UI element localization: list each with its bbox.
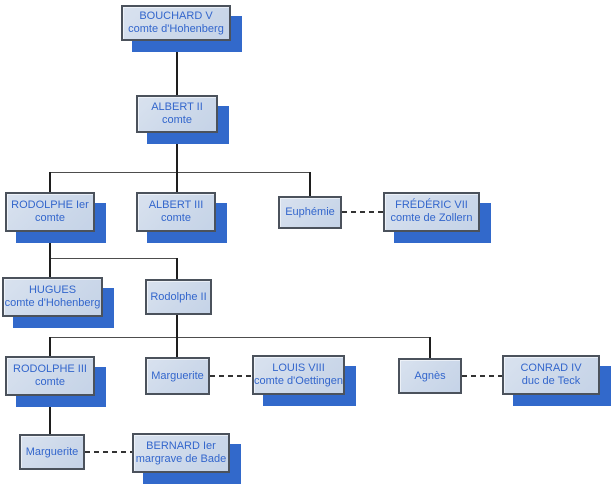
connector-rodolphe3-marguerite [49,396,51,434]
person-euphemie[interactable]: Euphémie [278,196,342,229]
person-name: ALBERT III [148,199,204,211]
marriage-marguerite-bernard [85,451,132,453]
person-louis-viii[interactable]: LOUIS VIII comte d'Oettingen [252,355,345,395]
connector-drop-agnes [429,337,431,358]
connector-bouchard-albert2 [176,41,178,95]
person-marguerite-oettingen[interactable]: Marguerite [145,357,210,395]
person-title: comte d'Hohenberg [128,23,224,35]
person-name: LOUIS VIII [272,362,325,374]
connector-drop-rodolphe3 [49,337,51,356]
person-albert-iii[interactable]: ALBERT III comte [136,192,216,232]
person-name: BERNARD Ier [146,440,216,452]
person-name: BOUCHARD V [139,10,213,22]
connector-drop-rodolphe2 [176,258,178,279]
person-name: RODOLPHE Ier [11,199,89,211]
person-bernard-ier[interactable]: BERNARD Ier margrave de Bade [132,433,230,473]
person-bouchard-v[interactable]: BOUCHARD V comte d'Hohenberg [121,5,231,41]
connector-drop-albert3 [176,172,178,192]
connector-rodolphe1-trunk [49,232,51,258]
connector-siblings-row4 [50,258,178,259]
person-hugues[interactable]: HUGUES comte d'Hohenberg [2,277,103,317]
marriage-agnes-conrad [462,375,502,377]
person-name: Euphémie [285,206,335,218]
person-name: Marguerite [25,445,79,458]
person-rodolphe-ii[interactable]: Rodolphe II [145,279,212,315]
person-conrad-iv[interactable]: CONRAD IV duc de Teck [502,355,600,395]
person-marguerite-bade[interactable]: Marguerite [19,434,85,470]
connector-drop-marguerite [176,337,178,357]
person-name: Marguerite [151,369,204,382]
person-name: ALBERT II [151,101,203,113]
person-title: margrave de Bade [135,453,227,465]
person-name: HUGUES [28,284,77,296]
person-title: comte [162,114,192,126]
person-rodolphe-ier[interactable]: RODOLPHE Ier comte [5,192,95,232]
person-frederic-vii[interactable]: FRÉDÉRIC VII comte de Zollern [383,192,480,232]
connector-drop-euphemie [309,172,311,196]
person-title: comte [161,212,191,224]
person-name: CONRAD IV [520,362,582,374]
person-title: comte d'Hohenberg [4,297,101,309]
person-name: Rodolphe II [150,290,207,303]
connector-rodolphe2-trunk [176,315,178,337]
person-name: FRÉDÉRIC VII [395,199,468,211]
person-albert-ii[interactable]: ALBERT II comte [136,95,218,133]
person-agnes[interactable]: Agnès [398,358,462,394]
connector-drop-hugues [49,258,51,277]
person-title: comte [35,212,65,224]
connector-siblings-row5 [50,337,431,338]
person-name: RODOLPHE III [13,363,87,375]
connector-drop-rodolphe1 [49,172,51,192]
connector-siblings-row3 [50,172,311,173]
connector-albert2-trunk [176,133,178,172]
person-rodolphe-iii[interactable]: RODOLPHE III comte [5,356,95,396]
marriage-marguerite-louis [210,375,252,377]
person-title: duc de Teck [521,375,581,387]
marriage-euphemie-frederic [342,211,383,213]
person-title: comte de Zollern [390,212,473,224]
person-title: comte d'Oettingen [254,375,343,387]
person-title: comte [35,376,65,388]
person-name: Agnès [414,369,446,382]
